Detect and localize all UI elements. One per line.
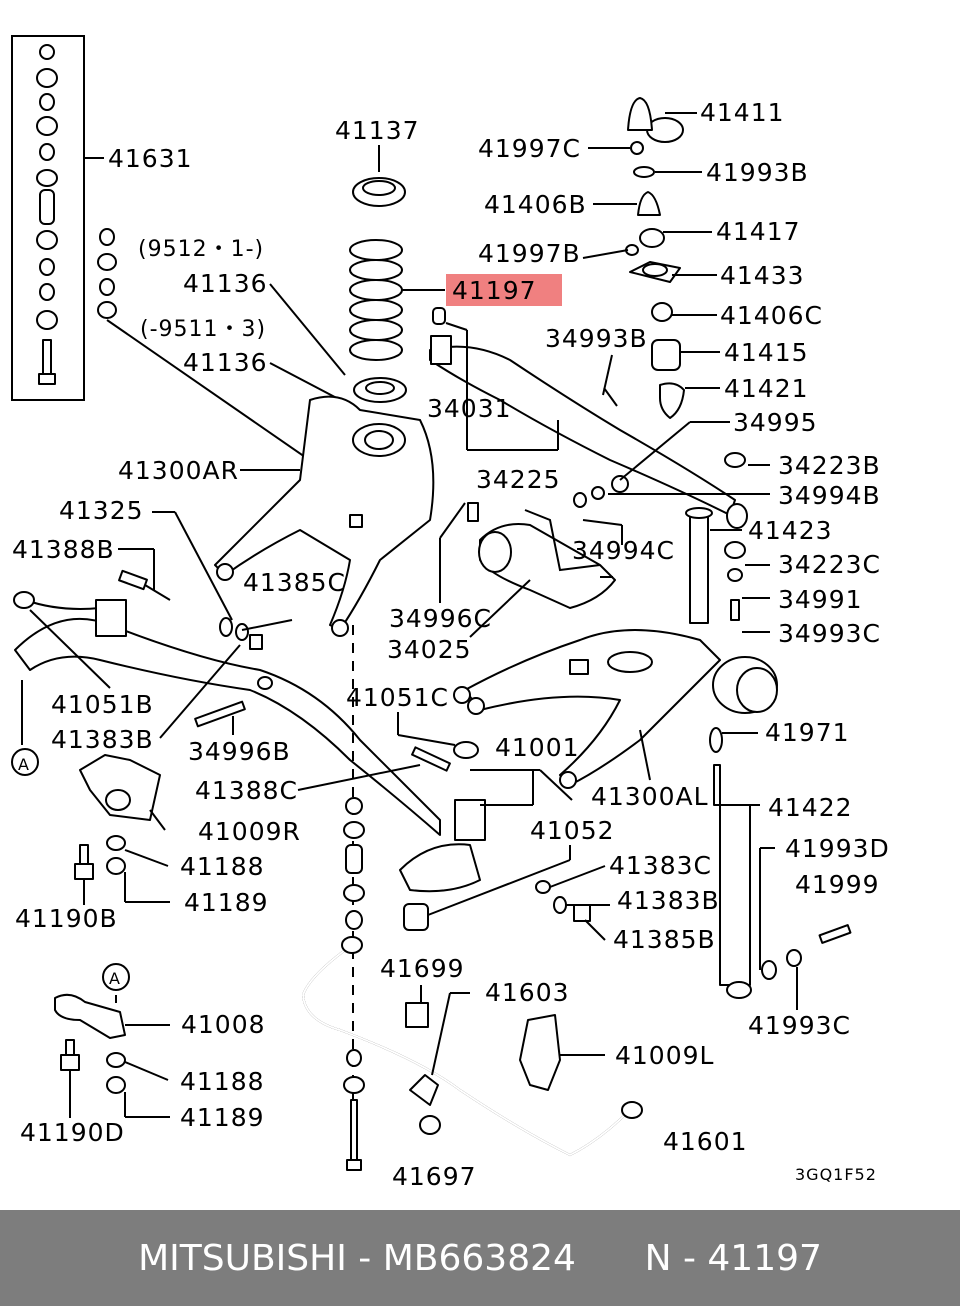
label-41423: 41423 — [748, 516, 833, 545]
bushing-set-41631 — [11, 35, 104, 401]
bracket-34025 — [467, 502, 616, 609]
label-34994C: 34994C — [572, 536, 675, 565]
trailing-link-34225 — [429, 307, 748, 529]
label-41993C: 41993C — [748, 1011, 851, 1040]
label-41136-b: 41136 — [183, 348, 268, 377]
upper-arm-right — [214, 395, 435, 637]
footer-gap — [576, 1238, 645, 1279]
label-41993D: 41993D — [785, 834, 890, 863]
label-41406C: 41406C — [720, 301, 823, 330]
shock-absorber — [582, 97, 852, 1010]
label-41009R: 41009R — [198, 817, 301, 846]
spring-pad-41136 — [269, 283, 407, 406]
label-41385C: 41385C — [243, 568, 346, 597]
coil-spring-41197 — [349, 239, 445, 361]
label-41997C: 41997C — [478, 134, 581, 163]
label-a-1: A — [18, 755, 30, 774]
reference-marker-a-2 — [102, 963, 130, 991]
lower-arm-left — [453, 629, 778, 789]
label-41197: 41197 — [452, 276, 537, 305]
footer-part-number: MB663824 — [382, 1237, 576, 1279]
label-41190D: 41190D — [20, 1118, 125, 1147]
label-41189-a: 41189 — [184, 888, 269, 917]
stabilizer-bushing-41699 — [405, 1002, 429, 1028]
label-34025: 34025 — [387, 635, 472, 664]
label-41388C: 41388C — [195, 776, 298, 805]
label-41433: 41433 — [720, 261, 805, 290]
label-41603: 41603 — [485, 978, 570, 1007]
label-41997B: 41997B — [478, 239, 581, 268]
label-34996C: 34996C — [389, 604, 492, 633]
label-41188-a: 41188 — [180, 852, 265, 881]
label-41971: 41971 — [765, 718, 850, 747]
label-41300AL: 41300AL — [591, 782, 709, 811]
label-34031: 34031 — [427, 394, 512, 423]
label-41137: 41137 — [335, 116, 420, 145]
label-41421: 41421 — [724, 374, 809, 403]
label-9512: (9512・1-) — [138, 237, 264, 262]
reference-marker-a-1 — [11, 748, 39, 776]
label-41325: 41325 — [59, 496, 144, 525]
label-34223C: 34223C — [778, 550, 881, 579]
label-41383B-a: 41383B — [51, 725, 154, 754]
callout-labels: 41631 41137 (9512・1-) (-9511・3) 41136 41… — [12, 98, 890, 1191]
label-34991: 34991 — [778, 585, 863, 614]
footer-ref: N - 41197 — [644, 1237, 822, 1279]
bracket-41009L — [519, 1014, 561, 1091]
stabilizer-link — [343, 1049, 365, 1171]
bolts-mid — [29, 387, 651, 941]
label-41417: 41417 — [716, 217, 801, 246]
label-41383B-b: 41383B — [617, 886, 720, 915]
label-41383C: 41383C — [609, 851, 712, 880]
bracket-41009R — [79, 754, 161, 821]
label-41999: 41999 — [795, 870, 880, 899]
label-41188-b: 41188 — [180, 1067, 265, 1096]
label-41631: 41631 — [108, 144, 193, 173]
label-41697: 41697 — [392, 1162, 477, 1191]
footer-bar: MITSUBISHI - MB663824 N - 41197 — [0, 1210, 960, 1306]
label-41411: 41411 — [700, 98, 785, 127]
label-41415: 41415 — [724, 338, 809, 367]
bushing-stack-lower — [343, 797, 365, 930]
bushing-stack-upper — [97, 228, 361, 496]
label-34993B: 34993B — [545, 324, 648, 353]
clamp-41603 — [409, 1074, 439, 1106]
label-34995: 34995 — [733, 408, 818, 437]
label-41052: 41052 — [530, 816, 615, 845]
spring-seat-41137 — [352, 145, 406, 207]
label-34223B: 34223B — [778, 451, 881, 480]
label-41699: 41699 — [380, 954, 465, 983]
label-a-2: A — [109, 969, 121, 988]
label-41601: 41601 — [663, 1127, 748, 1156]
label-41189-b: 41189 — [180, 1103, 265, 1132]
label-34993C: 34993C — [778, 619, 881, 648]
stabilizer-bar-41601 — [301, 936, 643, 1157]
label-41009L: 41009L — [615, 1041, 714, 1070]
label-41190B: 41190B — [15, 904, 118, 933]
parts-diagram: 41631 41137 (9512・1-) (-9511・3) 41136 41… — [11, 35, 890, 1191]
label-41001: 41001 — [495, 733, 580, 762]
label-41051B: 41051B — [51, 690, 154, 719]
label-34996B: 34996B — [188, 737, 291, 766]
label-41993B: 41993B — [706, 158, 809, 187]
label-9511: (-9511・3) — [140, 317, 266, 342]
label-41385B: 41385B — [613, 925, 716, 954]
label-41388B: 41388B — [12, 535, 115, 564]
crossmember-41001 — [13, 591, 486, 893]
fasteners-left — [54, 835, 170, 1118]
footer-brand: MITSUBISHI — [138, 1237, 347, 1279]
label-34225: 34225 — [476, 465, 561, 494]
label-41051C: 41051C — [346, 683, 449, 712]
highlight-box — [446, 274, 562, 306]
diagram-code: 3GQ1F52 — [795, 1165, 877, 1184]
label-34994B: 34994B — [778, 481, 881, 510]
label-41406B: 41406B — [484, 190, 587, 219]
label-41300AR: 41300AR — [118, 456, 239, 485]
label-41422: 41422 — [768, 793, 853, 822]
footer-sep: - — [346, 1237, 383, 1279]
label-41008: 41008 — [181, 1010, 266, 1039]
label-41136-a: 41136 — [183, 269, 268, 298]
